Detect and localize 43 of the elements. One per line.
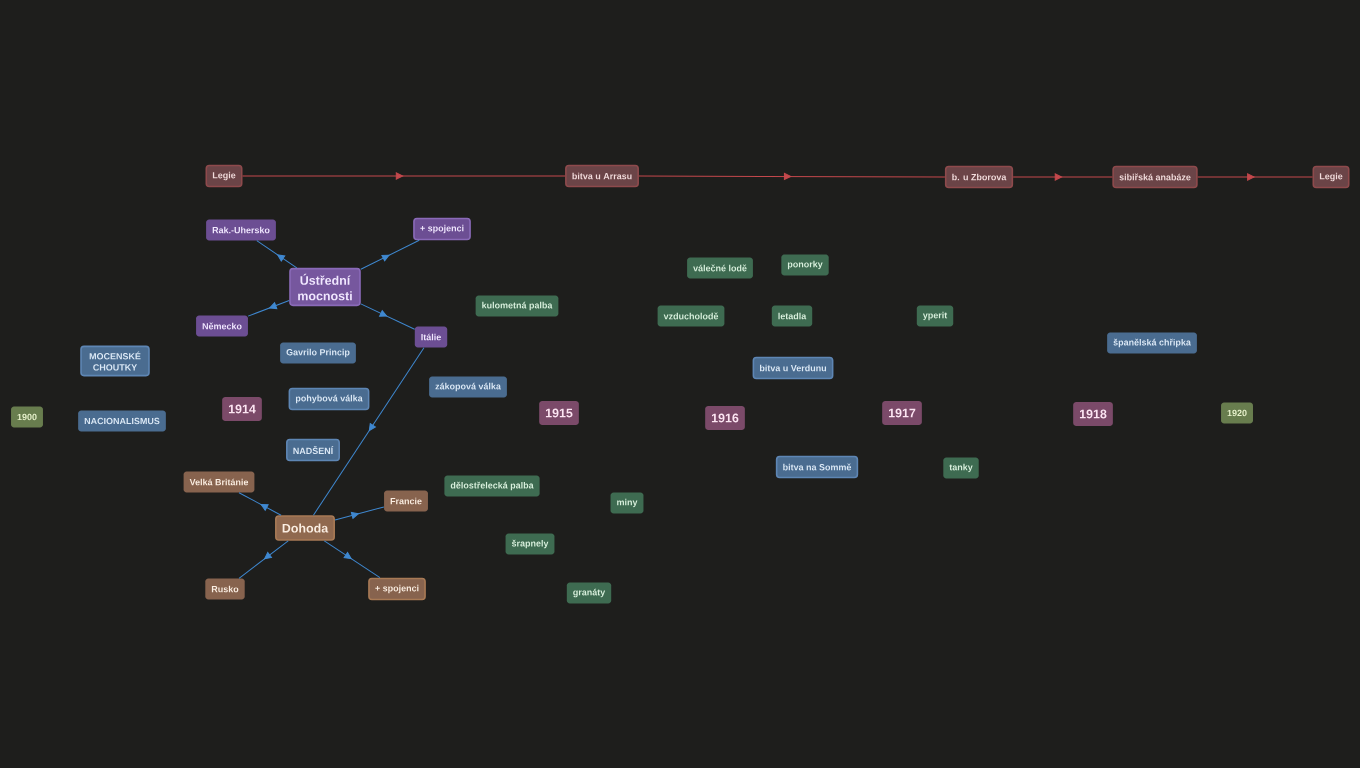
- topic-box: NACIONALISMUS: [78, 410, 166, 432]
- arrow: [1012, 173, 1113, 181]
- topic-box: sibiřská anabáze: [1112, 165, 1198, 189]
- central-topic-box: Dohoda: [275, 515, 335, 541]
- arrow: [334, 506, 385, 521]
- year-box: 1915: [539, 401, 579, 425]
- year-box: 1916: [705, 406, 745, 430]
- year-box: 1918: [1073, 402, 1113, 426]
- topic-box: bitva na Sommě: [775, 455, 859, 479]
- arrow: [1197, 173, 1313, 181]
- topic-box: + spojenci: [368, 577, 426, 601]
- year-box: 1920: [1221, 402, 1253, 424]
- topic-box: Legie: [1312, 165, 1350, 189]
- arrow: [247, 300, 290, 317]
- year-box: 1900: [11, 406, 43, 428]
- arrow: [360, 303, 416, 330]
- topic-box: Rak.-Uhersko: [206, 219, 276, 241]
- arrow: [238, 492, 282, 516]
- topic-box: NADŠENÍ: [286, 438, 340, 462]
- topic-box: bitva u Verdunu: [752, 356, 834, 380]
- topic-box: Francie: [384, 490, 428, 512]
- year-box: 1917: [882, 401, 922, 425]
- year-box: 1914: [222, 397, 262, 421]
- central-topic-box: Ústřední mocnosti: [289, 267, 361, 307]
- topic-box: dělostřelecká palba: [444, 475, 540, 497]
- arrow: [312, 347, 425, 516]
- topic-box: + spojenci: [413, 217, 471, 241]
- topic-box: pohybová válka: [288, 387, 370, 411]
- arrow: [256, 240, 298, 269]
- topic-box: zákopová válka: [429, 376, 507, 398]
- arrow: [360, 239, 420, 270]
- arrow: [238, 540, 289, 579]
- topic-box: Legie: [205, 164, 243, 188]
- topic-box: válečné lodě: [687, 257, 753, 279]
- arrow: [638, 172, 946, 181]
- arrow: [323, 540, 381, 579]
- topic-box: b. u Zborova: [944, 165, 1014, 189]
- topic-box: Německo: [196, 315, 248, 337]
- arrow: [242, 172, 566, 180]
- topic-box: španělská chřipka: [1107, 332, 1197, 354]
- topic-box: MOCENSKÉ CHOUTKY: [80, 345, 150, 377]
- topic-box: Gavrilo Princip: [280, 342, 356, 364]
- topic-box: bitva u Arrasu: [565, 164, 639, 188]
